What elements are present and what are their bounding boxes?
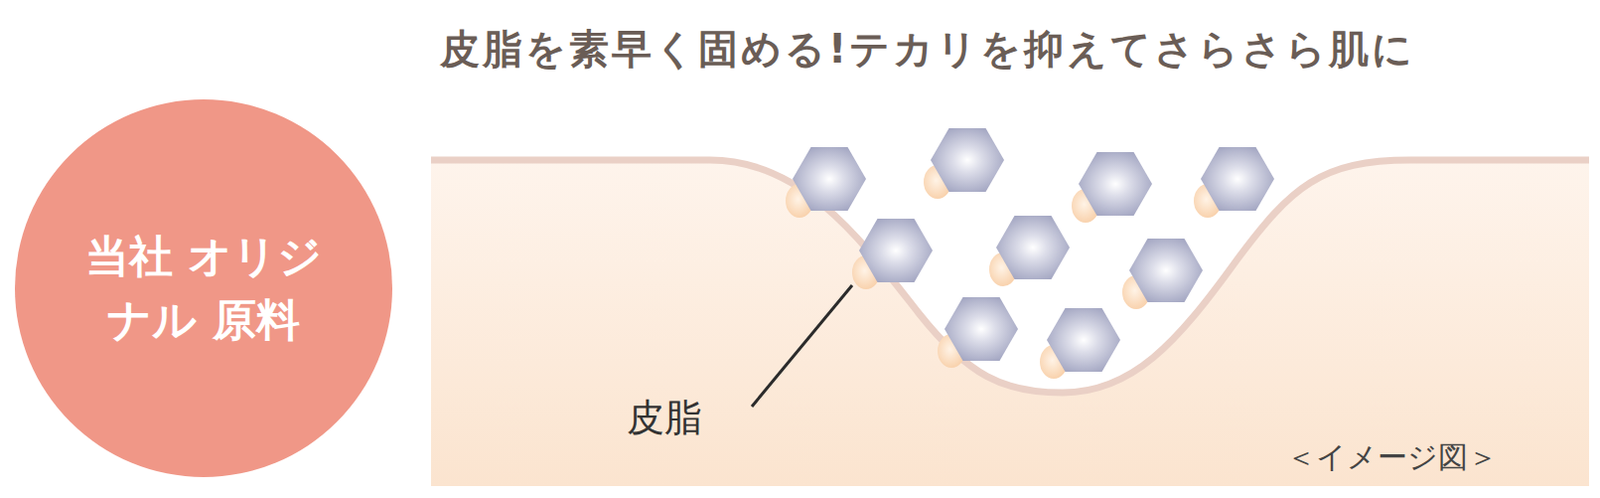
skin-panel	[431, 159, 1590, 486]
material-circle: 当社 オリジナル 原料	[14, 99, 393, 477]
powder-particle	[1078, 151, 1153, 216]
powder-particle	[944, 296, 1019, 361]
heading: 皮脂を素早く固める!テカリを抑えてさらさら肌に	[439, 21, 1416, 77]
circle-label: 当社 オリジナル 原料	[79, 224, 328, 352]
powder-particle	[1129, 238, 1203, 302]
powder-particle	[1200, 146, 1275, 211]
powder-particle	[996, 215, 1070, 280]
particle-group	[785, 128, 1275, 379]
leader-line	[751, 285, 853, 407]
part-label: 皮脂	[626, 392, 703, 443]
powder-particle	[930, 128, 1005, 192]
powder-particle	[792, 146, 867, 211]
image-note: ＜イメージ図＞	[1286, 436, 1498, 478]
skin-surface-line	[431, 159, 1590, 393]
circle-fill	[14, 99, 393, 477]
circle-shape	[14, 99, 393, 477]
powder-particle	[859, 218, 933, 283]
powder-particle	[1046, 307, 1121, 372]
